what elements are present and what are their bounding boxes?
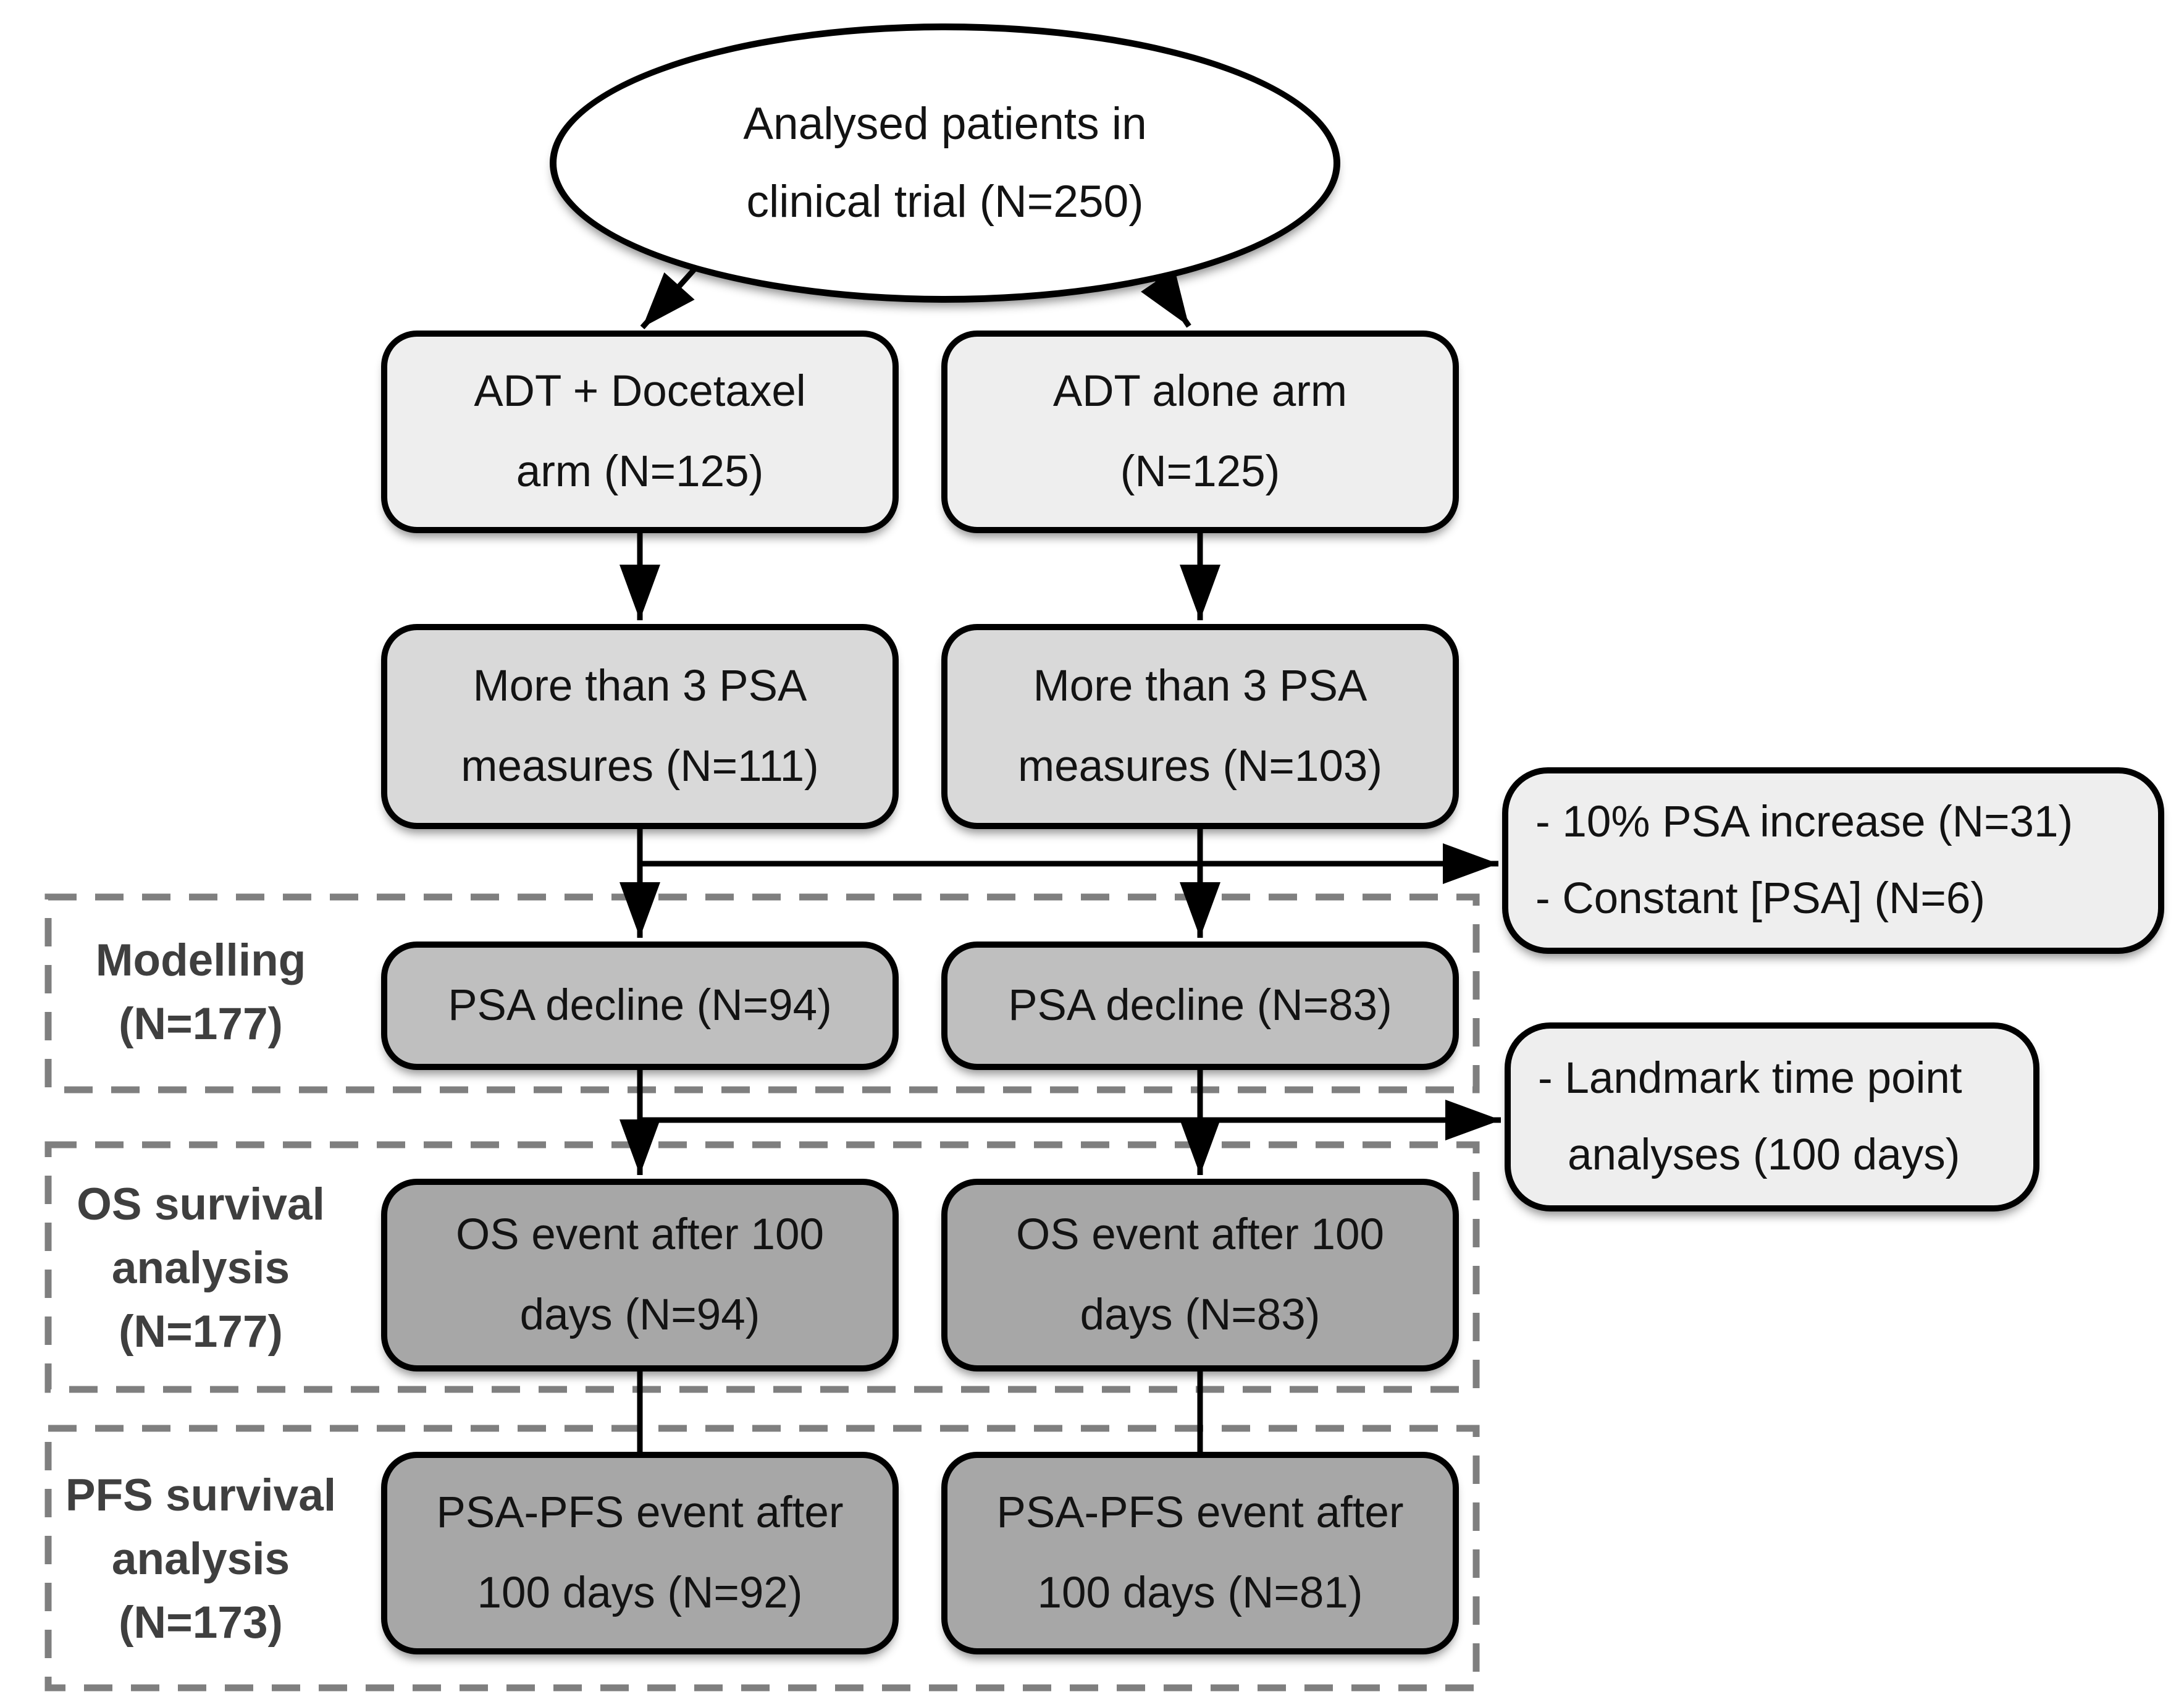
os-group-label: OS survival analysis (N=177) [77,1179,325,1357]
psa-measures-docetaxel-box: More than 3 PSA measures (N=111) [381,624,899,829]
analysed-patients-text: Analysed patients in [743,99,1147,149]
pfs-event-docetaxel-box: PSA-PFS event after 100 days (N=92) [381,1452,899,1654]
psa-measures-adt-box: More than 3 PSA measures (N=103) [941,624,1459,829]
os-event-docetaxel-box: OS event after 100 days (N=94) [381,1179,899,1371]
exclusions-note-box: - 10% PSA increase (N=31) - Constant [PS… [1502,767,2164,954]
psa-decline-docetaxel-box: PSA decline (N=94) [381,942,899,1070]
pfs-group-label: PFS survival analysis (N=173) [65,1470,337,1648]
modelling-group-label: Modelling (N=177) [95,935,306,1049]
arm-adt-alone-box: ADT alone arm (N=125) [941,331,1459,533]
pfs-group-box [44,1425,1480,1691]
modelling-group-box [44,893,1480,1093]
pfs-event-adt-box: PSA-PFS event after 100 days (N=81) [941,1452,1459,1654]
os-group-box [44,1141,1480,1393]
os-event-adt-box: OS event after 100 days (N=83) [941,1179,1459,1371]
analysed-patients-ellipse: Analysed patients in clinical trial (N=2… [550,23,1340,303]
psa-decline-adt-box: PSA decline (N=83) [941,942,1459,1070]
landmark-note-box: - Landmark time point analyses (100 days… [1505,1022,2039,1211]
arm-docetaxel-box: ADT + Docetaxel arm (N=125) [381,331,899,533]
